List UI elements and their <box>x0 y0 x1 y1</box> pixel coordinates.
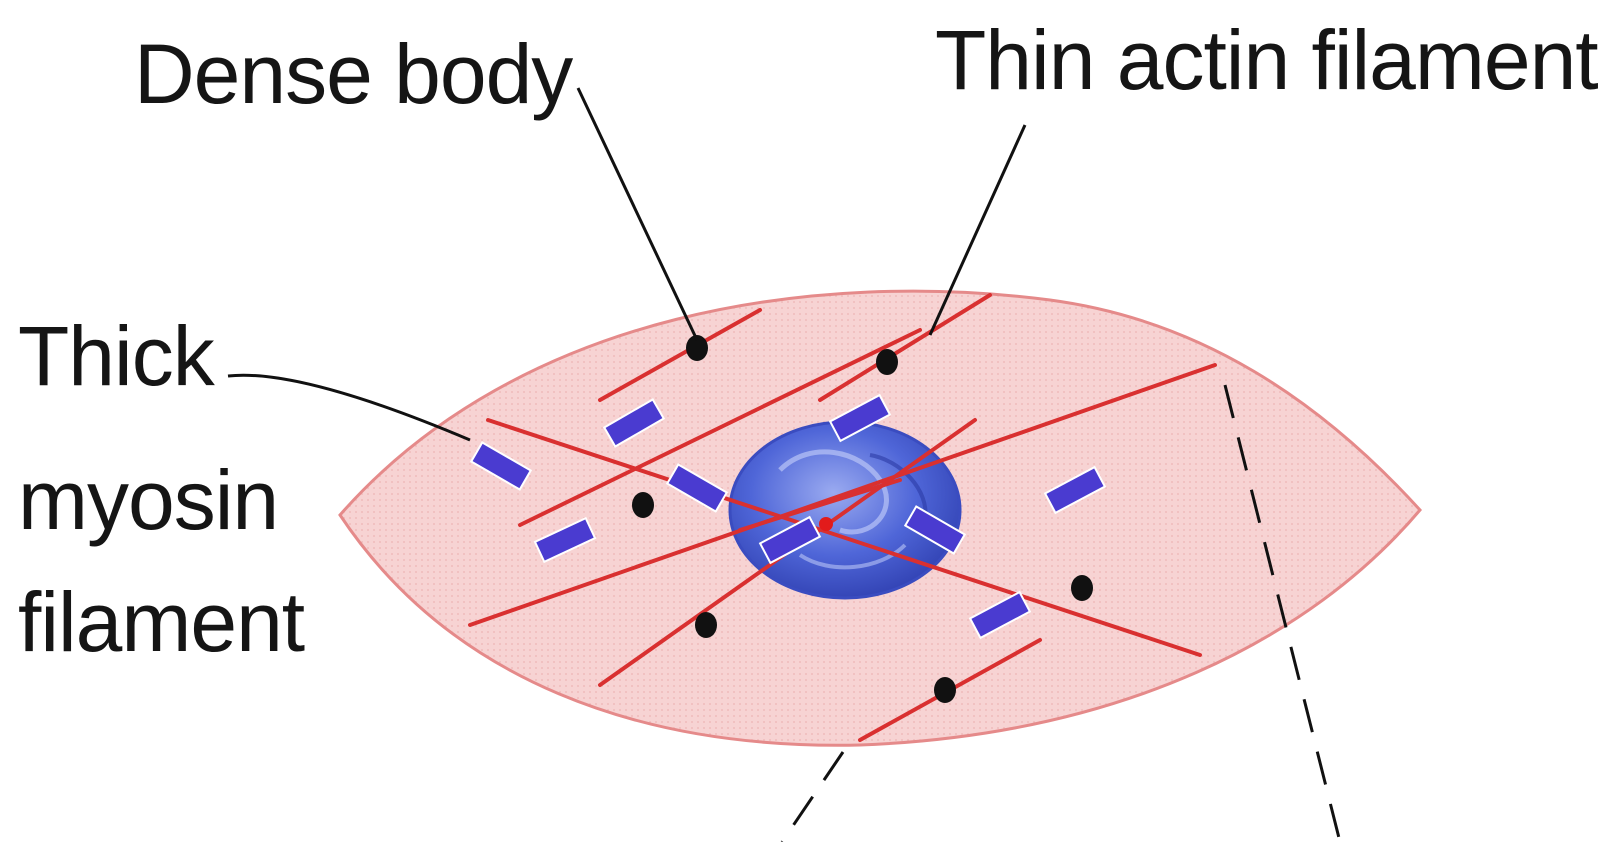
dense-body-label: Dense body <box>134 32 572 116</box>
dense-body <box>695 612 717 638</box>
filament-crossing-marker <box>819 517 833 531</box>
thick-myosin-label-line3: filament <box>18 580 304 664</box>
dense-body <box>934 677 956 703</box>
thick-myosin-label-line2: myosin <box>18 458 278 542</box>
dense-body <box>632 492 654 518</box>
thick-myosin-label-line1: Thick <box>18 314 214 398</box>
dashed-line-left <box>782 752 843 842</box>
thin-actin-filament-label: Thin actin filament <box>935 18 1598 102</box>
dense-body <box>876 349 898 375</box>
dense-body-pointer <box>578 88 697 340</box>
dense-body <box>1071 575 1093 601</box>
